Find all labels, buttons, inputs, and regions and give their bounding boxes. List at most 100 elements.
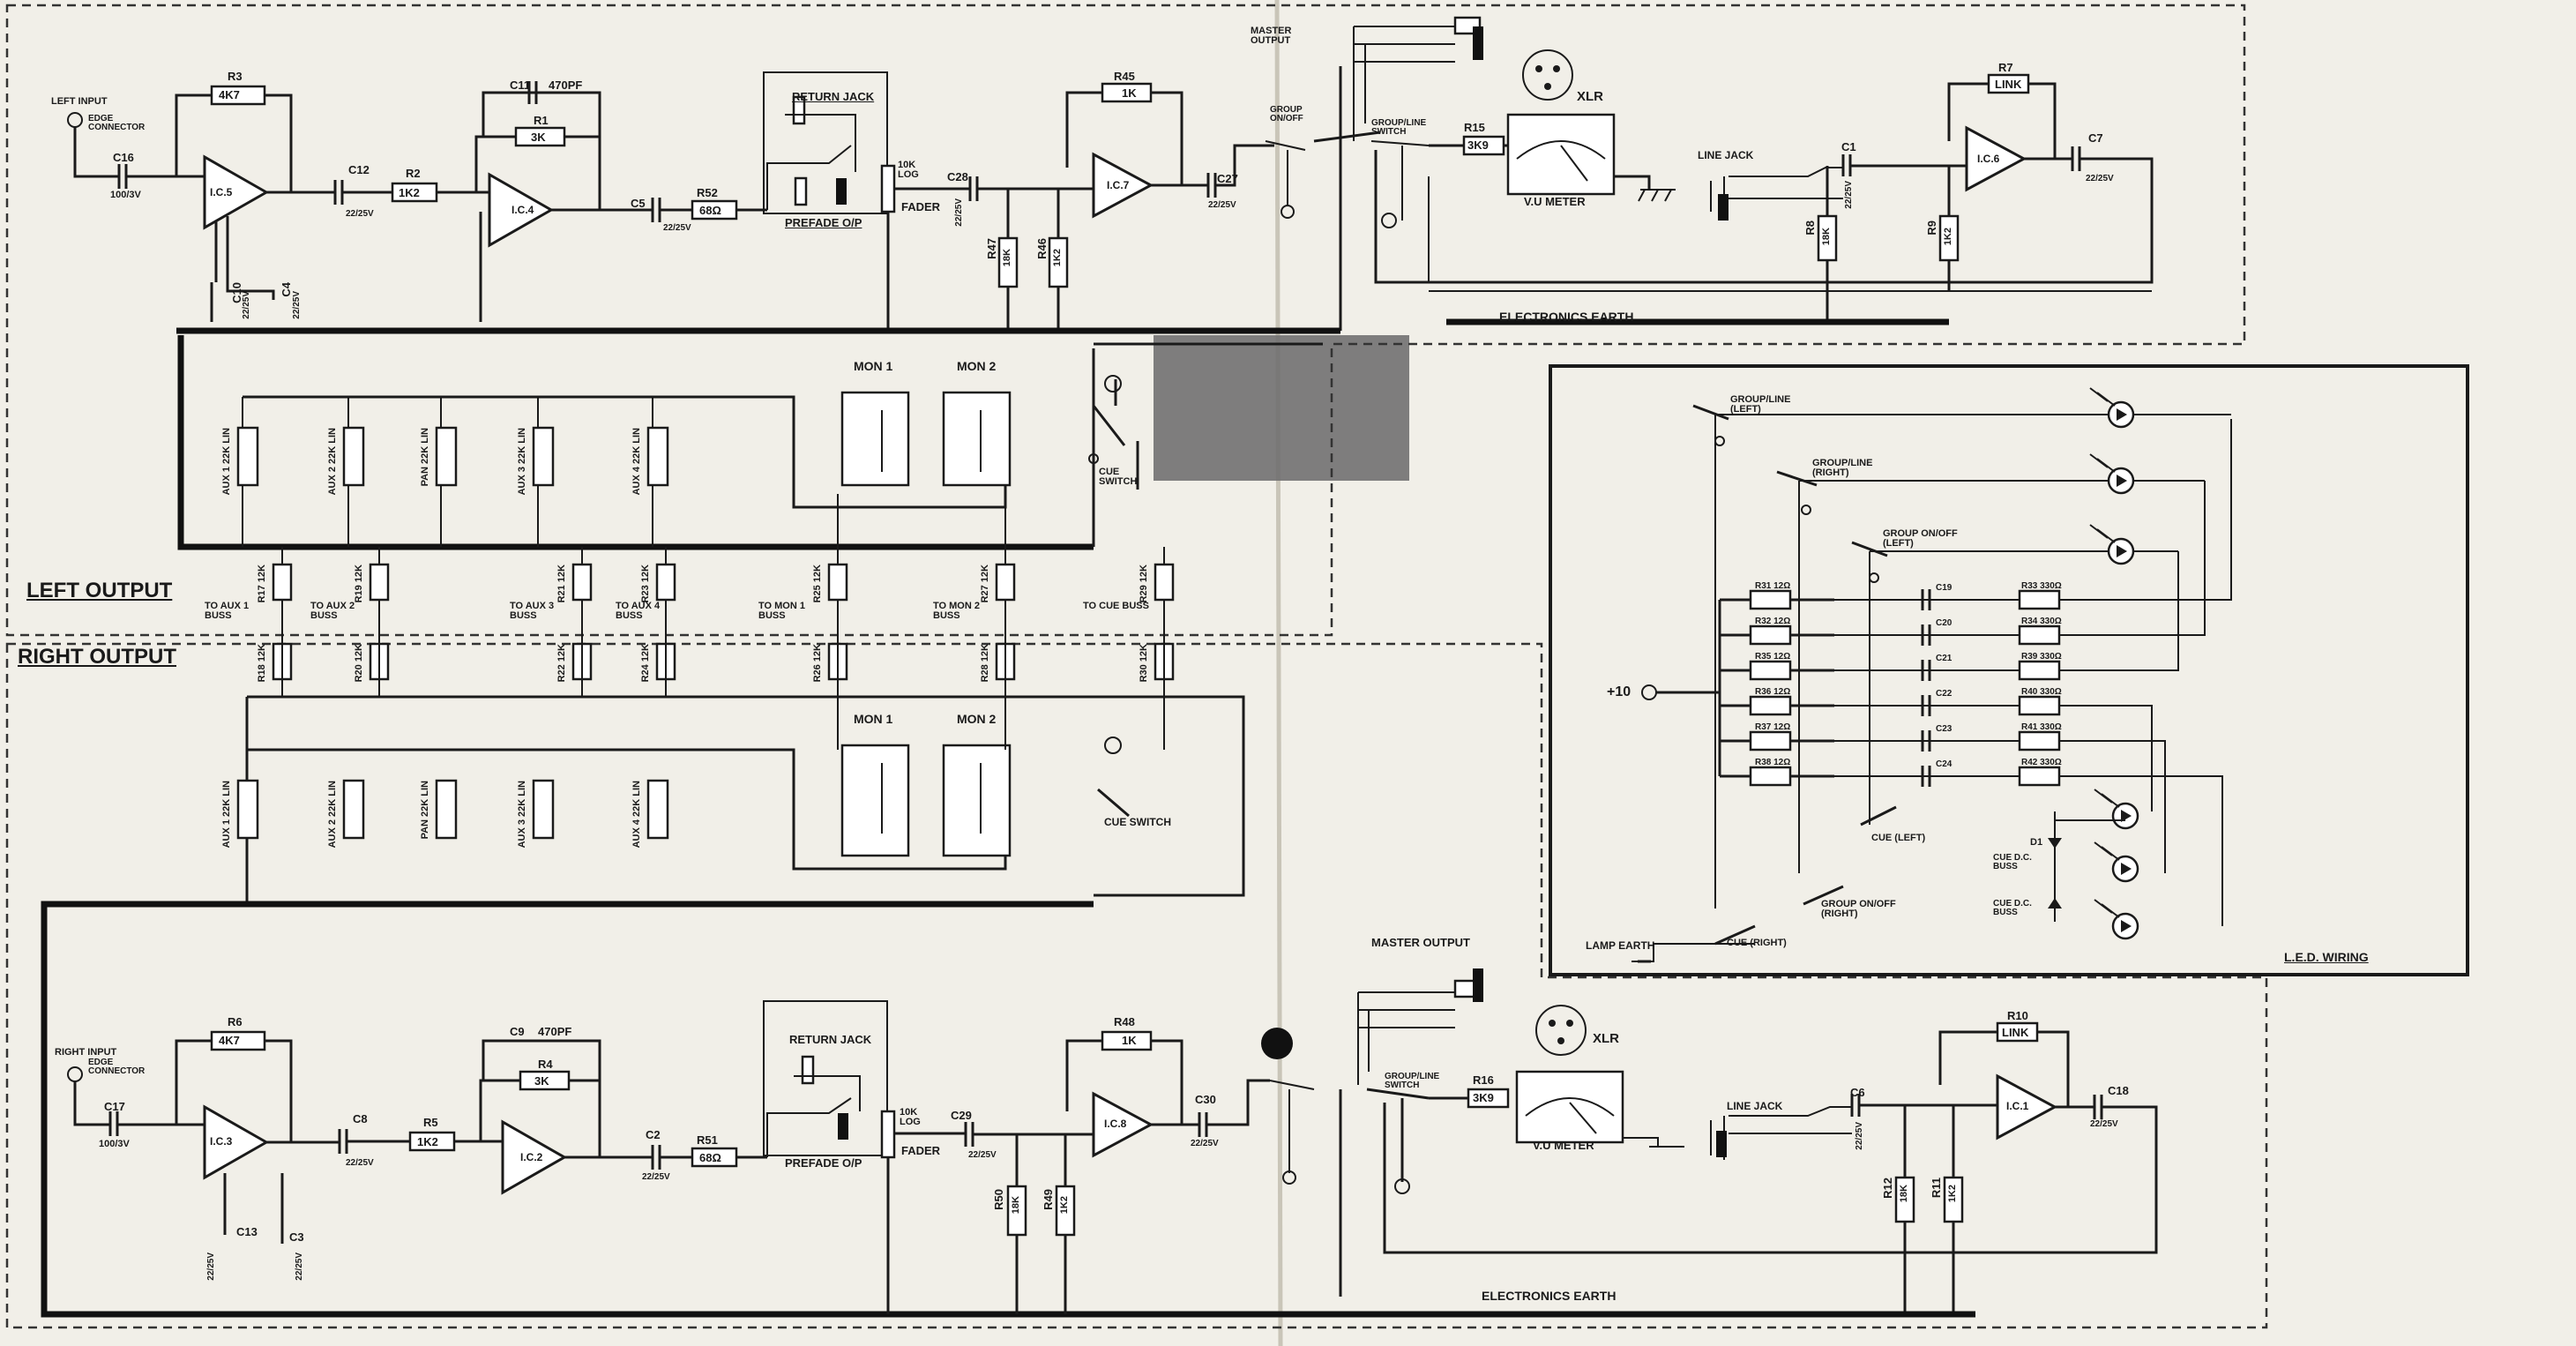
aux3-pot-bottom bbox=[532, 779, 555, 840]
c7-label: C7 bbox=[2088, 131, 2103, 145]
r50-label: R50 bbox=[992, 1189, 1005, 1210]
right-master-output-label: MASTER OUTPUT bbox=[1371, 936, 1470, 949]
aux2-pot-bottom bbox=[342, 779, 365, 840]
r1-value: 3K bbox=[531, 131, 546, 144]
c2-label: C2 bbox=[646, 1128, 661, 1141]
r11-value: 1K2 bbox=[1947, 1185, 1958, 1203]
c30-label: C30 bbox=[1195, 1093, 1216, 1106]
ic7-opamp bbox=[1092, 152, 1154, 219]
r7-label: R7 bbox=[1998, 61, 2013, 74]
buss-mon1: TO MON 1 BUSS bbox=[758, 601, 805, 621]
r48-label: R48 bbox=[1114, 1015, 1135, 1028]
buss-aux1: TO AUX 1 BUSS bbox=[205, 601, 250, 621]
led-res-left-4: R36 12Ω bbox=[1755, 687, 1791, 697]
r8-label: R8 bbox=[1803, 221, 1817, 236]
return-jack-box-right bbox=[763, 1000, 888, 1156]
r46-label: R46 bbox=[1035, 238, 1049, 259]
led-cap-5: C23 bbox=[1936, 724, 1953, 734]
r10-label: R10 bbox=[2007, 1009, 2028, 1022]
r47-label: R47 bbox=[985, 238, 998, 259]
c4-value: 22/25v bbox=[292, 291, 302, 319]
pot-bottom-3: PAN 22K LIN bbox=[420, 781, 430, 840]
r4-value: 3K bbox=[534, 1074, 549, 1088]
mon2-bottom-label: MON 2 bbox=[957, 712, 997, 726]
ic2-opamp bbox=[501, 1119, 568, 1195]
r4-label: R4 bbox=[538, 1058, 553, 1071]
left-output-title: LEFT OUTPUT bbox=[26, 579, 173, 602]
r9-label: R9 bbox=[1925, 221, 1938, 236]
led-cap-3: C21 bbox=[1936, 654, 1953, 663]
right-vu-meter bbox=[1515, 1070, 1624, 1144]
mon1-pot-bottom bbox=[840, 744, 910, 857]
ic4-opamp bbox=[488, 172, 555, 248]
r15-value: 3K9 bbox=[1467, 138, 1489, 152]
c28-label: C28 bbox=[947, 170, 968, 183]
c29-label: C29 bbox=[951, 1109, 972, 1122]
led-switch-3: GROUP ON/OFF (LEFT) bbox=[1883, 528, 1958, 549]
left-xlr-connector bbox=[1522, 49, 1573, 101]
r8-value: 18K bbox=[1821, 228, 1832, 246]
c27-value: 22/25v bbox=[1208, 200, 1236, 210]
c17-value: 100/3v bbox=[99, 1139, 130, 1149]
r49-value: 1K2 bbox=[1059, 1196, 1070, 1215]
led-res-right-3: R39 330Ω bbox=[2021, 652, 2062, 662]
led-wiring-circuit bbox=[1549, 364, 2469, 976]
c13-value: 22/25v bbox=[206, 1253, 216, 1281]
led-switch-1: GROUP/LINE (LEFT) bbox=[1730, 394, 1791, 415]
pan-pot-top bbox=[435, 426, 458, 487]
cue-dc-buss-2: CUE D.C. BUSS bbox=[1993, 899, 2032, 917]
ic8-label: I.C.8 bbox=[1104, 1118, 1127, 1130]
left-prefade-label: PREFADE O/P bbox=[785, 216, 862, 229]
left-fader-pot-label: 10K LOG bbox=[898, 160, 919, 180]
left-line-jack-label: LINE JACK bbox=[1698, 149, 1754, 161]
left-master-output-label: MASTER OUTPUT bbox=[1251, 26, 1292, 46]
pot-bottom-1: AUX 1 22K LIN bbox=[221, 781, 232, 849]
r9-value: 1K2 bbox=[1943, 228, 1953, 246]
ic2-label: I.C.2 bbox=[520, 1151, 543, 1163]
mon1-bottom-label: MON 1 bbox=[854, 712, 893, 726]
right-return-jack-label: RETURN JACK bbox=[789, 1033, 872, 1046]
buss-res-top-1: R17 12K bbox=[257, 565, 267, 603]
cue-dc-buss-1: CUE D.C. BUSS bbox=[1993, 853, 2032, 871]
left-edge-label: EDGE CONNECTOR bbox=[88, 114, 146, 132]
led-cap-column bbox=[1921, 589, 1931, 787]
r11-label: R11 bbox=[1930, 1178, 1943, 1199]
led-cap-4: C22 bbox=[1936, 689, 1953, 699]
led-res-left-2: R32 12Ω bbox=[1755, 617, 1791, 626]
c30-value: 22/25v bbox=[1191, 1139, 1219, 1148]
r5-label: R5 bbox=[423, 1116, 438, 1129]
aux4-pot-bottom bbox=[646, 779, 669, 840]
buss-res-bottom-7: R30 12K bbox=[1139, 644, 1149, 683]
r1-label: R1 bbox=[534, 114, 549, 127]
buss-aux3: TO AUX 3 BUSS bbox=[510, 601, 555, 621]
left-vu-label: V.U METER bbox=[1524, 195, 1586, 208]
ic6-opamp bbox=[1965, 125, 2027, 192]
r12-value: 18K bbox=[1899, 1185, 1909, 1203]
buss-res-top-5: R25 12K bbox=[812, 565, 823, 603]
left-group-onoff-label: GROUP ON/OFF bbox=[1270, 105, 1303, 123]
return-jack-box bbox=[763, 71, 888, 214]
left-channel-circuit bbox=[67, 16, 2154, 334]
pot-bottom-4: AUX 3 22K LIN bbox=[517, 781, 527, 849]
right-xlr-connector bbox=[1535, 1005, 1587, 1056]
led-switch-2: GROUP/LINE (RIGHT) bbox=[1812, 458, 1873, 478]
c29-value: 22/25v bbox=[968, 1150, 997, 1160]
r51-label: R51 bbox=[697, 1133, 718, 1147]
c18-value: 22/25v bbox=[2090, 1119, 2118, 1129]
right-output-title: RIGHT OUTPUT bbox=[18, 645, 176, 669]
r16-label: R16 bbox=[1473, 1073, 1494, 1087]
pot-top-4: AUX 3 22K LIN bbox=[517, 428, 527, 496]
buss-res-bottom-4: R24 12K bbox=[640, 644, 651, 683]
buss-cue: TO CUE BUSS bbox=[1083, 601, 1149, 611]
r51-value: 68Ω bbox=[699, 1151, 721, 1164]
left-fader-label: FADER bbox=[901, 200, 941, 213]
c9-value: 470pF bbox=[538, 1025, 572, 1038]
aux4-pot-top bbox=[646, 426, 669, 487]
ic5-opamp bbox=[203, 154, 270, 230]
buss-res-bottom-1: R18 12K bbox=[257, 644, 267, 683]
led-diodes bbox=[2089, 387, 2139, 940]
r3-value: 4K7 bbox=[219, 88, 240, 101]
c5-label: C5 bbox=[631, 197, 646, 210]
cue-switch-top-label: CUE SWITCH bbox=[1099, 467, 1138, 487]
